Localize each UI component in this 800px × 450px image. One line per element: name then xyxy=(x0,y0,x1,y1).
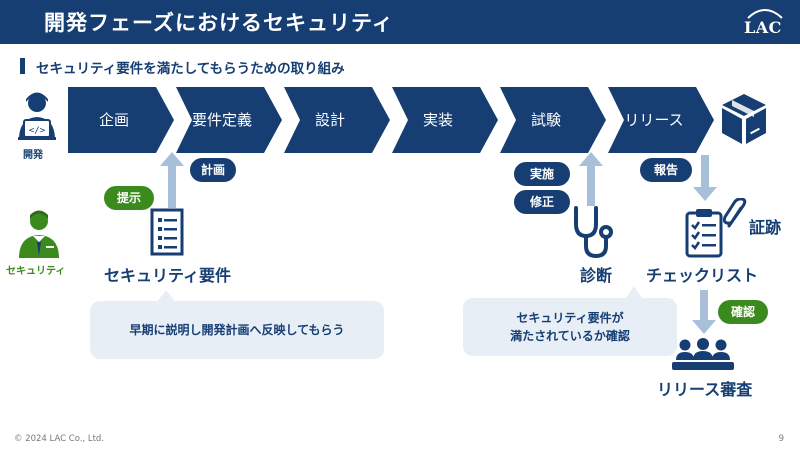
subtitle-marker xyxy=(20,58,25,74)
paperclip-icon xyxy=(722,197,751,232)
callout-right-pointer xyxy=(624,286,644,301)
callout-left-pointer xyxy=(156,290,176,303)
pill-report: 報告 xyxy=(640,158,692,182)
callout-right: セキュリティ要件が 満たされているか確認 xyxy=(463,298,677,356)
logo-arc-icon xyxy=(747,9,783,19)
header-bar: 開発フェーズにおけるセキュリティ LAC xyxy=(0,0,800,44)
security-officer-icon xyxy=(16,208,62,260)
label-checklist: チェックリスト xyxy=(646,266,759,285)
checklist-clipboard-icon xyxy=(684,208,724,258)
lac-logo: LAC xyxy=(742,6,788,38)
phase-planning: 企画 xyxy=(68,87,174,153)
pill-present: 提示 xyxy=(104,186,154,210)
svg-text:</>: </> xyxy=(29,126,46,136)
label-release-review: リリース審査 xyxy=(657,380,753,399)
arrow-up-requirements xyxy=(160,152,184,208)
phase-requirements: 要件定義 xyxy=(176,87,282,153)
copyright: © 2024 LAC Co., Ltd. xyxy=(14,434,105,444)
pill-fix: 修正 xyxy=(514,190,570,214)
arrow-down-report xyxy=(693,155,717,201)
audience-group-icon xyxy=(672,338,734,372)
label-diagnosis: 診断 xyxy=(580,266,613,285)
security-label: セキュリティ xyxy=(6,266,66,277)
label-evidence: 証跡 xyxy=(749,218,782,237)
developer-icon: </> xyxy=(12,90,62,142)
arrow-up-testing xyxy=(579,152,603,206)
label-security-requirements: セキュリティ要件 xyxy=(104,266,232,285)
callout-right-line-2: 満たされているか確認 xyxy=(510,329,630,343)
callout-left: 早期に説明し開発計画へ反映してもらう xyxy=(90,301,384,359)
page-number: 9 xyxy=(778,434,784,444)
pill-implement: 実施 xyxy=(514,162,570,186)
phase-testing: 試験 xyxy=(500,87,606,153)
phase-release: リリース xyxy=(608,87,714,153)
developer-label: 開発 xyxy=(23,150,43,161)
page-title: 開発フェーズにおけるセキュリティ xyxy=(44,11,394,35)
document-list-icon xyxy=(150,208,184,256)
pill-plan: 計画 xyxy=(190,158,236,182)
stethoscope-icon xyxy=(570,204,618,260)
product-box-icon xyxy=(720,92,768,146)
arrow-down-confirm xyxy=(692,290,716,334)
callout-right-line-1: セキュリティ要件が xyxy=(516,311,624,325)
section-subtitle: セキュリティ要件を満たしてもらうための取り組み xyxy=(36,61,345,77)
pill-confirm: 確認 xyxy=(718,300,768,324)
phase-implementation: 実装 xyxy=(392,87,498,153)
phase-design: 設計 xyxy=(284,87,390,153)
